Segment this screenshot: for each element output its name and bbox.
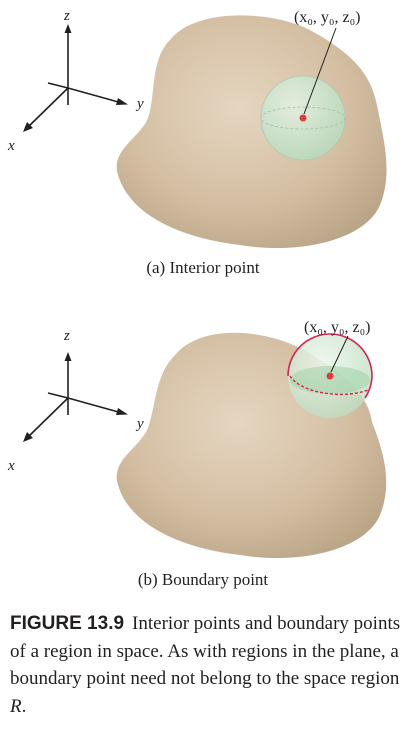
label-leader-line <box>303 27 337 115</box>
ball-cross-section <box>290 366 370 394</box>
z-axis-label: z <box>63 328 70 344</box>
boundary-intersection-curve <box>289 375 369 396</box>
point-marker <box>299 114 307 122</box>
point-label: (x₀, y₀, z₀) <box>294 9 361 26</box>
solid-region <box>116 15 387 249</box>
figure-caption-text: Interior points and boundary points of a… <box>10 613 401 689</box>
figure-caption-end: . <box>21 695 27 717</box>
ball-outer-arc <box>287 333 373 399</box>
caption-interior-point: (a) Interior point <box>146 258 260 277</box>
panel-interior-point: z y x (x₀, y₀, z₀) <box>0 0 406 300</box>
point-marker <box>326 372 334 380</box>
coordinate-axes <box>23 352 128 442</box>
point-label: (x₀, y₀, z₀) <box>304 319 371 336</box>
ball-equator <box>260 106 346 130</box>
label-leader-line <box>330 335 349 373</box>
interior-point-diagram: z y x (x₀, y₀, z₀) <box>7 8 387 249</box>
z-axis-label: z <box>63 8 70 24</box>
y-axis-label: y <box>135 416 144 432</box>
panel-boundary-point: z y x (x₀, y₀, z₀) <box>0 310 406 610</box>
y-axis-label: y <box>135 96 144 112</box>
x-axis-label: x <box>7 138 15 154</box>
coordinate-axes <box>23 24 128 132</box>
region-variable: R <box>10 695 22 717</box>
boundary-point-diagram: z y x (x₀, y₀, z₀) <box>7 319 387 559</box>
caption-boundary-point: (b) Boundary point <box>137 570 269 589</box>
figure-number: FIGURE 13.9 <box>10 613 125 634</box>
x-axis-label: x <box>7 458 15 474</box>
